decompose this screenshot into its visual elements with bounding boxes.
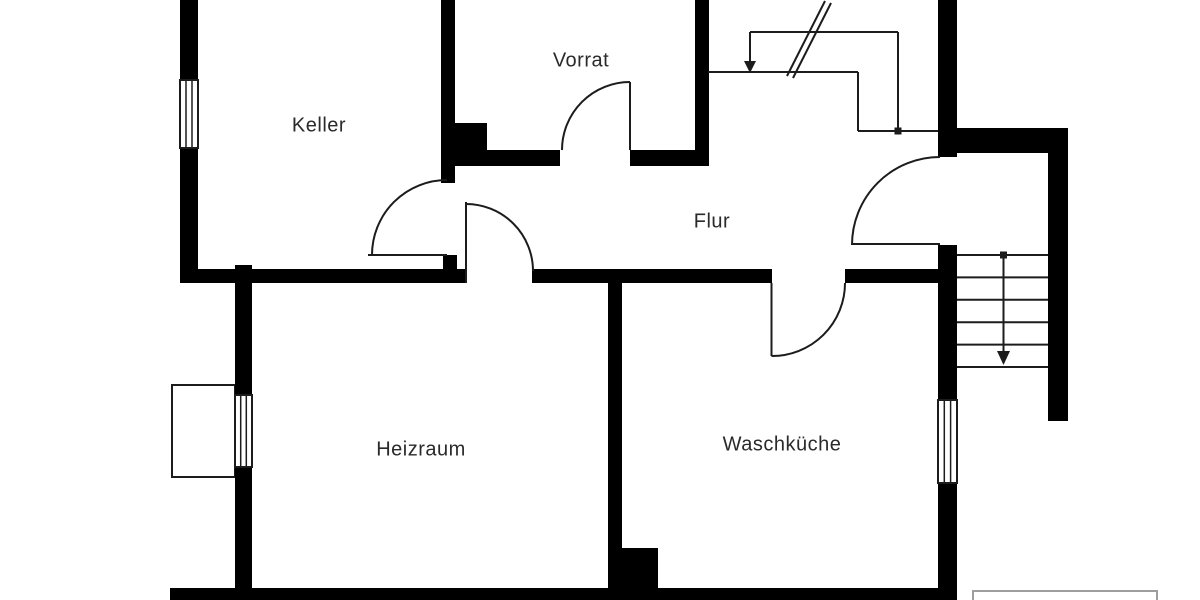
lower-staircase [957, 251, 1048, 368]
waschkueche-door [770, 282, 846, 358]
legend-box [972, 590, 1158, 600]
door-swing-arc [371, 179, 448, 256]
wall-keller-vorrat-divider [441, 0, 455, 183]
wall-outer-far-right [1048, 128, 1068, 421]
door-swing-arc [561, 81, 631, 151]
wall-bottom [170, 588, 957, 600]
wall-vorrat-right [695, 0, 709, 166]
wall-stairwell-divider-upper [938, 245, 957, 400]
wall-vorrat-bottom-right [630, 150, 709, 166]
wall-heizraum-left-upper [235, 265, 252, 395]
wall-keller-door-jamb [443, 255, 457, 271]
window-frame [234, 394, 253, 468]
wall-heizraum-waschkueche-divider [608, 283, 622, 600]
walk-line-start-dot [894, 127, 902, 135]
window-frame [937, 399, 958, 484]
wall-outer-top-right [957, 128, 1068, 153]
down-arrow-icon [744, 61, 756, 73]
stairwell-door [851, 156, 941, 246]
door-swing-arc [771, 282, 846, 358]
room-label-waschkueche: Waschküche [722, 433, 842, 456]
wall-outer-right-upper [938, 0, 957, 157]
heizraum-door [465, 202, 534, 283]
wall-vorrat-bottom-left [441, 150, 560, 166]
stair-break-line [786, 0, 826, 77]
door-swing-arc [465, 203, 534, 272]
vorrat-door [561, 81, 631, 151]
keller-door [368, 179, 448, 256]
waschkueche-window [937, 399, 958, 484]
down-arrow-icon [997, 351, 1010, 365]
light-shaft [171, 384, 236, 478]
upper-staircase [708, 0, 938, 135]
wall-keller-left-lower [180, 148, 198, 283]
room-label-heizraum: Heizraum [376, 438, 466, 461]
wall-stairwell-divider-lower [938, 483, 957, 600]
stair-break-line [792, 2, 832, 79]
window-frame [179, 79, 199, 149]
door-swing-arc [851, 156, 941, 246]
wall-flur-south-a [180, 269, 467, 283]
walls [170, 0, 1068, 600]
room-label-vorrat: Vorrat [552, 49, 610, 72]
wall-keller-left-upper [180, 0, 198, 80]
wall-flur-south-b [532, 269, 772, 283]
wall-heizraum-left-lower [235, 467, 252, 600]
wall-flur-south-c [845, 269, 938, 283]
heizraum-window [234, 394, 253, 468]
walk-line-start-dot [1000, 251, 1007, 259]
room-label-keller: Keller [291, 114, 347, 137]
keller-window [179, 79, 199, 149]
room-label-flur: Flur [693, 210, 731, 233]
